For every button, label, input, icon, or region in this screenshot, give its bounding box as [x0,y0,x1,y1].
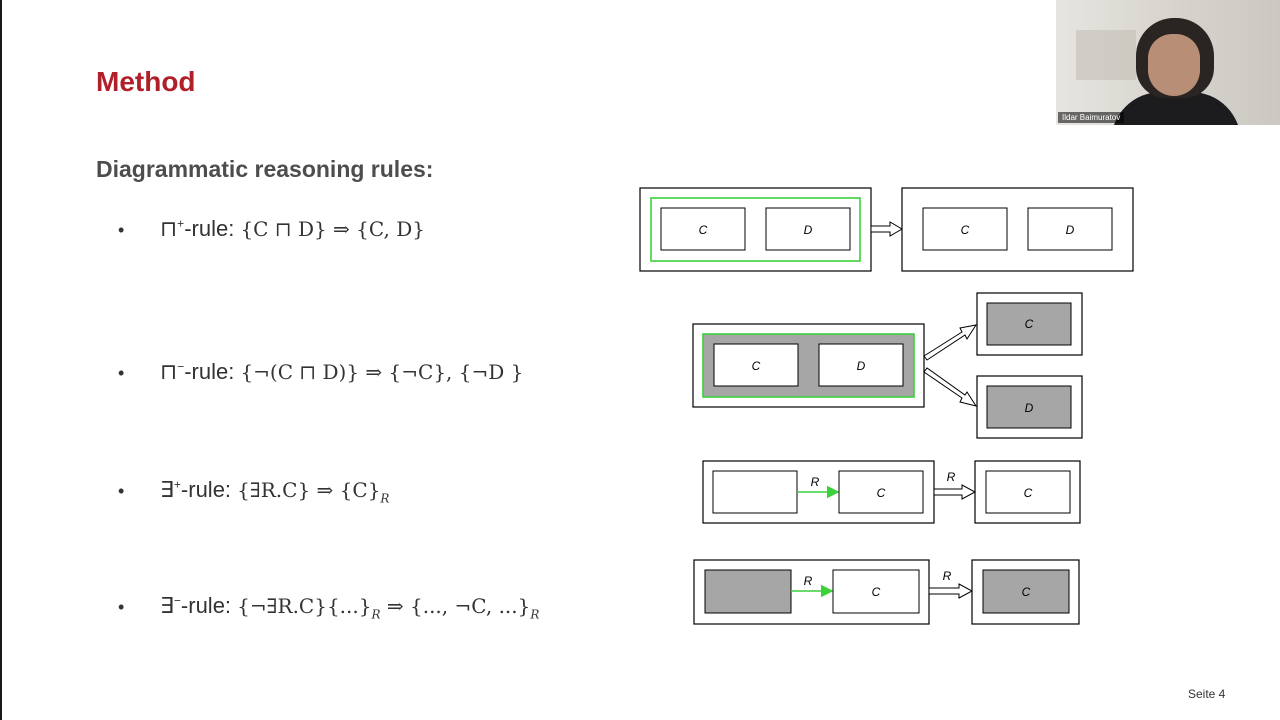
concept-box-c [922,207,1008,251]
left-edge-line [0,0,2,720]
label-c: C [961,223,970,237]
rule-formula: {∃R.C} ⇒ {C} [237,478,381,502]
label-r: R [804,574,813,588]
rule-and-plus: • ⊓+-rule: {C ⊓ D} ⇒ {C, D} [118,216,425,242]
rule-name: -rule: [184,359,241,384]
page-number: Seite 4 [1188,687,1226,701]
rule-exists-plus: • ∃+-rule: {∃R.C} ⇒ {C}R [118,477,389,505]
rule-subscript: R [380,491,390,506]
label-c: C [1022,585,1031,599]
rule-sup: + [177,216,185,231]
rule-name: -rule: [180,477,238,502]
hollow-arrow-icon [933,484,977,500]
rule-prefix: ⊓ [160,359,178,384]
label-c: C [699,223,708,237]
rule-sup: + [173,477,181,492]
diagram-exists-plus: R C R C [702,460,1081,524]
shaded-box [704,569,792,614]
label-r: R [943,569,952,583]
concept-box-c [985,470,1071,514]
concept-box-c [832,569,920,614]
concept-box-d [765,207,851,251]
label-c: C [877,486,886,500]
label-c: C [1024,486,1033,500]
bullet-icon: • [118,596,125,617]
empty-box [712,470,798,514]
bullet-icon: • [118,480,125,501]
label-c: C [752,359,761,373]
rule-prefix: ⊓ [160,216,178,241]
label-r: R [811,475,820,489]
bullet-icon: • [118,362,125,383]
shaded-box-c [986,302,1072,346]
concept-box-d [1027,207,1113,251]
hollow-arrow-down-icon [923,367,978,407]
label-d: D [1025,401,1034,415]
rule-name: -rule: [184,216,241,241]
rule-exists-minus: •∃−-rule: {¬∃R.C}{...}R ⇒ {..., ¬C, ...}… [118,593,539,621]
hollow-arrow-icon [870,221,903,237]
shaded-box-d [986,385,1072,429]
label-d: D [857,359,866,373]
rule-and-minus: • ⊓−-rule: {¬(C ⊓ D)} ⇒ {¬C}, {¬D } [118,359,523,385]
rule-formula: {¬∃R.C}{...} [237,594,372,618]
hollow-arrow-up-icon [923,324,978,361]
rule-name: -rule: [180,593,238,618]
label-d: D [1066,223,1075,237]
speaker-face [1148,34,1200,96]
webcam-video: Ildar Baimuratov [1056,0,1280,125]
rule-sup: − [177,359,185,374]
label-r: R [947,470,956,484]
shaded-box-c [982,569,1070,614]
background-shelf [1076,30,1136,80]
concept-box-d [818,343,904,387]
rule-formula: {C ⊓ D} ⇒ {C, D} [240,217,425,241]
participant-name-label: Ildar Baimuratov [1058,112,1125,123]
rule-subscript: R [371,607,381,622]
diagram-and-plus: C D C D [639,187,1134,272]
label-c: C [872,585,881,599]
label-d: D [804,223,813,237]
rule-prefix: ∃ [160,477,174,502]
rule-tail-subscript: R [530,607,540,622]
hollow-arrow-icon [928,583,974,599]
concept-box-c [713,343,799,387]
rule-sup: − [173,593,181,608]
highlight-frame [650,197,861,262]
bullet-icon: • [118,219,125,240]
slide-title: Method [96,66,196,97]
rule-formula-tail: ⇒ {..., ¬C, ...} [380,594,531,618]
rule-formula: {¬(C ⊓ D)} ⇒ {¬C}, {¬D } [240,360,524,384]
diagram-and-minus: C D C D [692,292,1083,439]
rule-prefix: ∃ [160,593,174,618]
label-c: C [1025,317,1034,331]
concept-box-c [838,470,924,514]
slide-subtitle: Diagrammatic reasoning rules: [96,156,434,182]
diagram-exists-minus: R C R C [693,559,1080,625]
concept-box-c [660,207,746,251]
